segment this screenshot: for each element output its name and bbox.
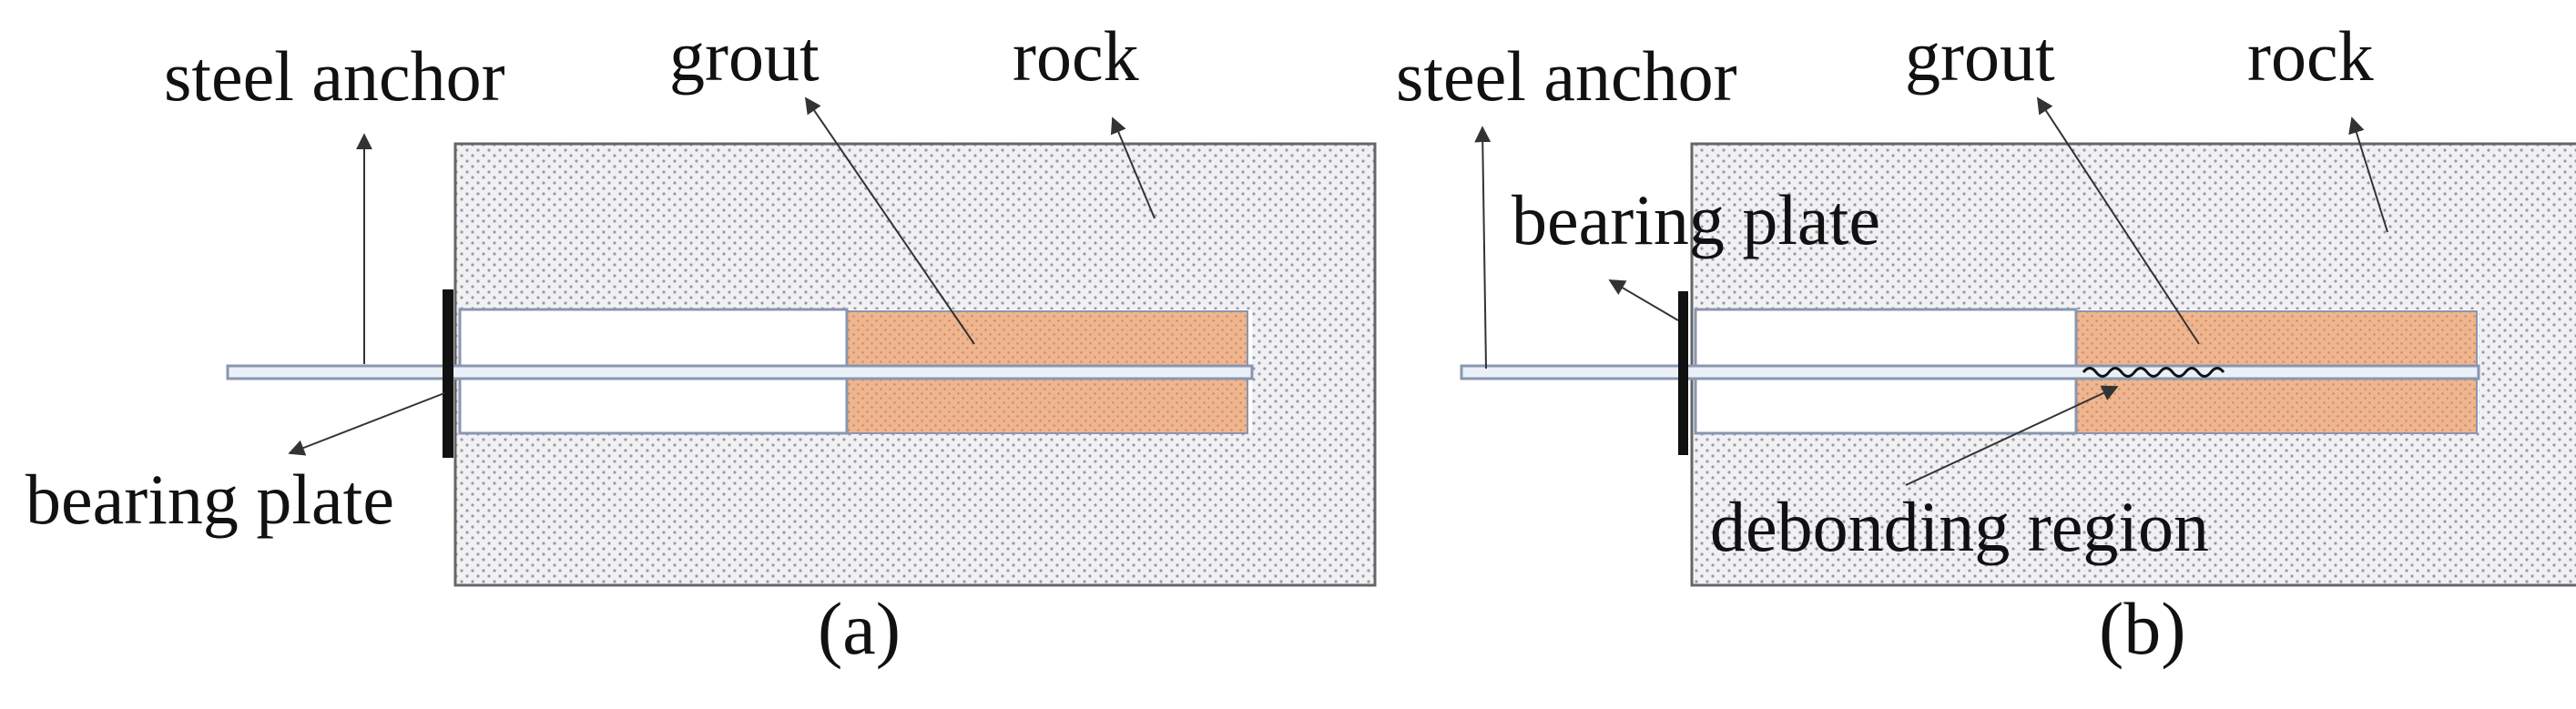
label-rock: rock [2247,16,2374,96]
steel-anchor-bar [226,364,1254,380]
steel-anchor-bar [1460,364,2480,380]
leader-rock [1110,116,1156,219]
label-grout: grout [669,16,820,96]
leader-grout [2037,96,2200,345]
label-steel-anchor: steel anchor [1396,36,1737,116]
label-debonding-region: debonding region [1710,487,2209,566]
leader-bearing-plate [288,392,445,456]
grout-upper [2075,310,2478,367]
leader-rock [2348,116,2388,233]
caption-a: (a) [818,587,901,670]
label-bearing-plate: bearing plate [25,460,394,539]
bearing-plate [443,289,453,458]
grout-lower [846,378,1248,434]
bearing-plate [1678,291,1688,455]
caption-b: (b) [2099,587,2186,670]
label-rock: rock [1013,16,1139,96]
leader-bearing-plate [1608,279,1679,321]
grout-lower [2075,378,2478,434]
grout-upper [846,310,1248,367]
debonding-region [2082,367,2225,378]
panel-a: steel anchor grout rock bearing plate (a… [25,16,1377,670]
leader-grout [804,96,975,345]
label-steel-anchor: steel anchor [164,36,505,116]
leader-steel-anchor [1474,126,1492,370]
leader-debonding-region [1905,385,2119,486]
label-grout: grout [1905,16,2055,96]
label-bearing-plate: bearing plate [1512,180,1880,259]
panel-b: steel anchor grout rock bearing plate de… [1396,16,2576,670]
